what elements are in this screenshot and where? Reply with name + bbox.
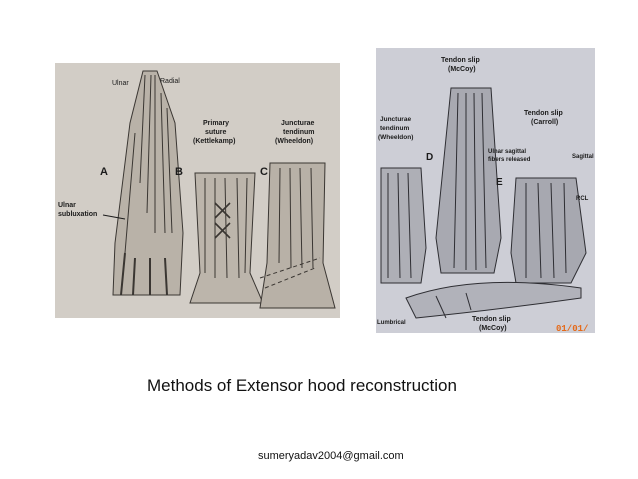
label-tendon-slip-carroll-2: (Carroll) <box>531 119 558 126</box>
label-juncturae-3: (Wheeldon) <box>275 138 313 145</box>
label-ulnar-subluxation-2: subluxation <box>58 211 97 218</box>
label-radial-sagittal: Sagittal <box>572 154 594 160</box>
finger-a-drawing <box>112 70 184 296</box>
label-primary-suture-1: Primary <box>203 120 229 127</box>
finger-lateral-drawing <box>405 281 582 319</box>
label-lumbrical: Lumbrical <box>377 320 406 326</box>
finger-e-drawing <box>510 177 587 284</box>
label-panel-b: B <box>175 166 183 178</box>
label-juncturae-r-3: (Wheeldon) <box>378 134 413 141</box>
label-panel-c: C <box>260 166 268 178</box>
label-tendon-slip-carroll-1: Tendon slip <box>524 110 563 117</box>
finger-left-drawing <box>380 167 427 284</box>
label-tendon-slip-mccoy-bottom-2: (McCoy) <box>479 325 507 332</box>
figure-left-image: Ulnar Radial Primary suture (Kettlekamp)… <box>55 63 340 318</box>
label-primary-suture-2: suture <box>205 129 227 136</box>
label-ulnar: Ulnar <box>112 80 129 87</box>
label-primary-suture-3: (Kettlekamp) <box>193 138 235 145</box>
finger-d-drawing <box>435 87 502 274</box>
slide-caption: Methods of Extensor hood reconstruction <box>147 376 457 395</box>
figure-right-illustration: Tendon slip (McCoy) Juncturae tendinum (… <box>376 48 595 333</box>
label-juncturae-2: tendinum <box>283 129 315 136</box>
finger-c-drawing <box>259 162 336 309</box>
label-ulnar-sagittal-1: Ulnar sagittal <box>488 149 526 155</box>
label-radial: Radial <box>160 78 180 85</box>
label-rcl: RCL <box>576 196 589 202</box>
date-stamp: 01/01/ <box>556 324 588 333</box>
figure-left-illustration: Ulnar Radial Primary suture (Kettlekamp)… <box>55 63 340 318</box>
label-tendon-slip-mccoy-top-2: (McCoy) <box>448 66 476 73</box>
author-email: sumeryadav2004@gmail.com <box>258 450 404 462</box>
label-ulnar-sagittal-2: fibers released <box>488 157 531 163</box>
figure-right-image: Tendon slip (McCoy) Juncturae tendinum (… <box>376 48 595 333</box>
finger-b-drawing <box>189 172 264 304</box>
label-tendon-slip-mccoy-top-1: Tendon slip <box>441 57 480 64</box>
label-juncturae-r-2: tendinum <box>380 125 409 132</box>
label-juncturae-1: Juncturae <box>281 120 315 127</box>
label-ulnar-subluxation-1: Ulnar <box>58 202 76 209</box>
label-panel-e: E <box>496 177 503 188</box>
pointer-line <box>102 214 126 220</box>
label-panel-d: D <box>426 152 433 163</box>
label-juncturae-r-1: Juncturae <box>380 116 411 123</box>
label-tendon-slip-mccoy-bottom-1: Tendon slip <box>472 316 511 323</box>
label-panel-a: A <box>100 166 108 178</box>
